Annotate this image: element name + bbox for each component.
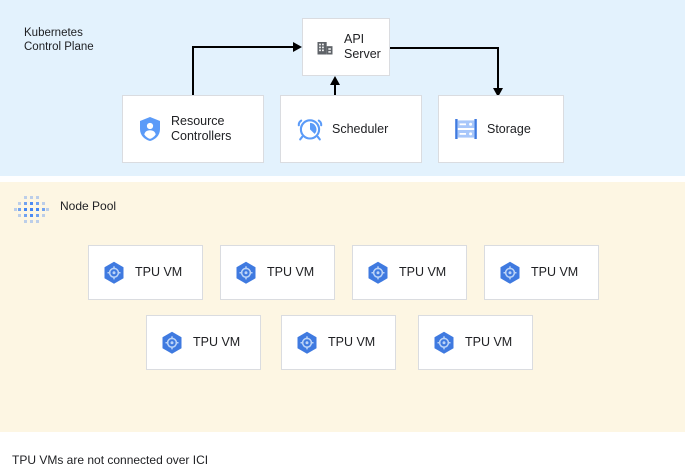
node-resource-controllers[interactable]: Resource Controllers bbox=[122, 95, 264, 163]
node-resource-controllers-label: Resource Controllers bbox=[171, 114, 232, 143]
tpu-vm-card[interactable]: TPU VM bbox=[88, 245, 203, 300]
edge-scheduler-to-api-vertical bbox=[334, 82, 336, 96]
tpu-vm-label: TPU VM bbox=[465, 335, 513, 349]
tpu-hexagon-icon bbox=[103, 261, 125, 285]
tpu-vm-label: TPU VM bbox=[531, 265, 579, 279]
tpu-hexagon-icon bbox=[161, 331, 183, 355]
node-pool-title: Node Pool bbox=[60, 199, 117, 213]
tpu-vm-card[interactable]: TPU VM bbox=[418, 315, 533, 370]
node-pool-dots-icon bbox=[12, 194, 50, 228]
node-storage[interactable]: Storage bbox=[438, 95, 564, 163]
tpu-vm-card[interactable]: TPU VM bbox=[484, 245, 599, 300]
tpu-vm-card[interactable]: TPU VM bbox=[281, 315, 396, 370]
arrowhead-to-api-server-from-scheduler bbox=[330, 76, 340, 85]
arrowhead-to-api-server bbox=[293, 42, 302, 52]
shield-user-icon bbox=[138, 116, 162, 142]
edge-resource-controllers-to-api-horizontal bbox=[192, 46, 295, 48]
node-scheduler[interactable]: Scheduler bbox=[280, 95, 422, 163]
edge-api-to-storage-vertical bbox=[497, 47, 499, 90]
arrowhead-to-storage bbox=[493, 88, 503, 97]
tpu-vm-label: TPU VM bbox=[267, 265, 315, 279]
tpu-vm-card[interactable]: TPU VM bbox=[146, 315, 261, 370]
tpu-hexagon-icon bbox=[367, 261, 389, 285]
diagram-caption: TPU VMs are not connected over ICI bbox=[12, 453, 209, 467]
edge-resource-controllers-to-api-vertical bbox=[192, 47, 194, 96]
tpu-hexagon-icon bbox=[235, 261, 257, 285]
tpu-vm-label: TPU VM bbox=[328, 335, 376, 349]
tpu-vm-label: TPU VM bbox=[193, 335, 241, 349]
tpu-hexagon-icon bbox=[296, 331, 318, 355]
tpu-vm-card[interactable]: TPU VM bbox=[352, 245, 467, 300]
control-plane-title: Kubernetes Control Plane bbox=[24, 27, 94, 53]
server-rack-icon bbox=[454, 118, 478, 140]
tpu-hexagon-icon bbox=[499, 261, 521, 285]
tpu-hexagon-icon bbox=[433, 331, 455, 355]
tpu-vm-card[interactable]: TPU VM bbox=[220, 245, 335, 300]
node-pool-region bbox=[0, 182, 685, 432]
node-storage-label: Storage bbox=[487, 121, 531, 136]
node-scheduler-label: Scheduler bbox=[332, 121, 389, 136]
building-icon bbox=[315, 37, 335, 57]
edge-api-to-storage-horizontal bbox=[390, 47, 498, 49]
node-api-server-label: API Server bbox=[344, 32, 381, 61]
tpu-vm-label: TPU VM bbox=[135, 265, 183, 279]
tpu-vm-label: TPU VM bbox=[399, 265, 447, 279]
alarm-clock-icon bbox=[297, 116, 323, 142]
node-api-server[interactable]: API Server bbox=[302, 18, 390, 76]
